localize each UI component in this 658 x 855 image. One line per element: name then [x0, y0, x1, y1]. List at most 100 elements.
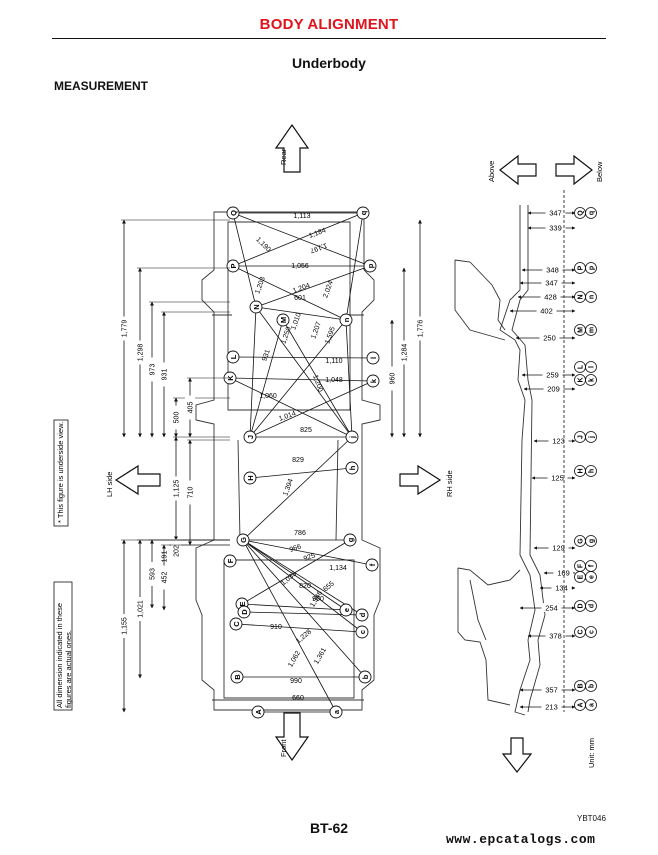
- svg-text:L: L: [229, 354, 238, 359]
- svg-text:500: 500: [174, 412, 181, 424]
- page-number: BT-62: [309, 820, 349, 836]
- point-N: N: [249, 300, 263, 314]
- svg-text:d: d: [589, 604, 596, 608]
- measure-line-q-n: [344, 212, 365, 321]
- svg-text:960: 960: [390, 373, 397, 385]
- point-F: F: [223, 554, 237, 568]
- svg-text:1,125: 1,125: [174, 480, 181, 498]
- svg-text:Q: Q: [578, 210, 585, 216]
- side-dim: 125: [531, 473, 576, 483]
- svg-text:d: d: [358, 612, 367, 617]
- svg-text:Q: Q: [229, 210, 238, 216]
- side-dimensions: 3473393483474284022502592091231251291691…: [509, 208, 576, 712]
- measure-line-p-N: [255, 265, 371, 308]
- side-point-Q: Q: [574, 207, 586, 219]
- svg-text:l: l: [369, 357, 378, 359]
- plan-dim-label: 931: [261, 349, 272, 362]
- point-Q: Q: [226, 206, 240, 220]
- arrow-below: [555, 154, 593, 186]
- note-underside: * This figure is underside view.: [56, 422, 65, 523]
- arrow-rh: [399, 464, 442, 496]
- side-point-a: a: [585, 699, 597, 711]
- measure-line-Q-N: [231, 212, 258, 308]
- left-dim: 710: [185, 439, 230, 546]
- point-k: k: [366, 374, 380, 388]
- svg-text:1,779: 1,779: [122, 320, 129, 338]
- right-dim: 1,776: [415, 219, 425, 438]
- plan-dim-label: 1,203: [254, 276, 267, 295]
- svg-text:452: 452: [162, 572, 169, 584]
- right-dim: 1,284: [399, 267, 409, 438]
- svg-text:m: m: [589, 327, 596, 333]
- note-actual: All dimension indicated in these figures…: [55, 601, 73, 708]
- svg-text:P: P: [578, 265, 585, 270]
- measure-line-E-e: [241, 602, 347, 612]
- svg-text:N: N: [578, 294, 585, 299]
- svg-text:a: a: [332, 709, 341, 714]
- point-A: A: [251, 705, 265, 719]
- svg-text:213: 213: [545, 703, 558, 712]
- svg-text:191: 191: [162, 551, 169, 563]
- side-point-D: D: [574, 600, 586, 612]
- side-dim: 357: [519, 685, 576, 695]
- plan-dim-label: 1,394: [282, 478, 295, 497]
- point-M: M: [276, 313, 290, 327]
- plan-outline: [195, 211, 381, 711]
- side-dim: 123: [533, 436, 576, 446]
- svg-text:250: 250: [543, 334, 556, 343]
- plan-dim-label: 1,010: [290, 312, 303, 331]
- point-J: J: [243, 430, 257, 444]
- svg-text:e: e: [589, 575, 596, 579]
- svg-text:B: B: [233, 674, 242, 680]
- svg-text:209: 209: [547, 385, 560, 394]
- point-L: L: [226, 350, 240, 364]
- side-dim: 209: [523, 384, 576, 394]
- point-e: e: [339, 603, 353, 617]
- plan-dim-label: 1,197: [309, 241, 328, 254]
- left-dim: 973: [147, 301, 230, 438]
- point-q: q: [356, 206, 370, 220]
- side-dim: 254: [519, 603, 576, 613]
- side-point-c: c: [585, 626, 597, 638]
- left-dim: 202: [171, 539, 230, 563]
- side-point-e: e: [585, 571, 597, 583]
- side-point-j: j: [585, 431, 597, 443]
- svg-text:339: 339: [549, 224, 562, 233]
- plan-dim-label: 966: [289, 543, 302, 554]
- point-b: b: [358, 670, 372, 684]
- svg-text:A: A: [578, 702, 585, 707]
- svg-text:405: 405: [188, 402, 195, 414]
- svg-text:G: G: [239, 537, 248, 543]
- watermark: www.epcatalogs.com: [446, 832, 596, 847]
- point-j: j: [345, 430, 359, 444]
- svg-text:348: 348: [546, 266, 559, 275]
- plan-dim-label: 900: [312, 596, 324, 603]
- svg-text:C: C: [578, 629, 585, 634]
- point-B: B: [230, 670, 244, 684]
- notes: * This figure is underside view. All dim…: [53, 419, 73, 711]
- measure-line-H-h: [249, 466, 353, 480]
- plan-dim-label: 829: [292, 457, 304, 464]
- svg-text:202: 202: [174, 545, 181, 557]
- left-dim: 191: [159, 544, 230, 569]
- svg-text:973: 973: [150, 364, 157, 376]
- point-n: n: [339, 313, 353, 327]
- side-point-f: f: [585, 560, 597, 572]
- point-c: c: [355, 625, 369, 639]
- side-view-outline: [454, 205, 546, 716]
- side-point-G: G: [574, 535, 586, 547]
- left-dim: 1,155: [119, 539, 230, 713]
- side-point-P: P: [574, 262, 586, 274]
- svg-text:K: K: [226, 375, 235, 381]
- measure-line-N-j: [255, 306, 353, 438]
- plan-dim-label: 1,228: [295, 628, 313, 645]
- svg-text:k: k: [589, 378, 596, 382]
- svg-text:M: M: [578, 327, 585, 333]
- measure-line-M-j: [282, 319, 353, 438]
- svg-text:M: M: [279, 317, 288, 323]
- side-dim: 339: [527, 223, 576, 233]
- plan-dim-label: 990: [290, 678, 302, 685]
- svg-text:931: 931: [162, 369, 169, 381]
